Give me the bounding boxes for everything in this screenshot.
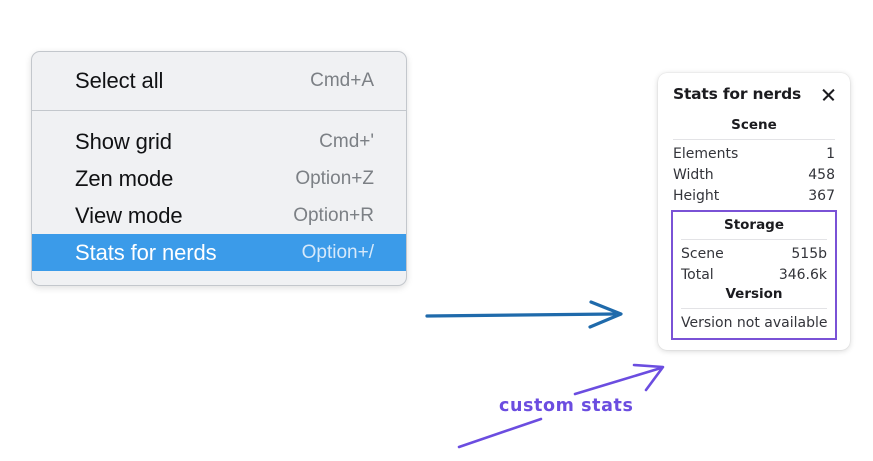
- stats-for-nerds-panel: Stats for nerds Scene Elements 1 Width 4…: [658, 73, 850, 350]
- menu-group-1: Select all Cmd+A: [32, 52, 406, 110]
- stats-section-scene: Scene Elements 1 Width 458 Height 367: [673, 116, 835, 206]
- table-row: Height 367: [673, 185, 835, 206]
- row-key: Total: [681, 266, 714, 283]
- table-row: Elements 1: [673, 143, 835, 164]
- table-row: Scene 515b: [681, 243, 827, 264]
- section-rule: [681, 239, 827, 240]
- close-icon[interactable]: [820, 86, 837, 103]
- purple-underline-stroke: [457, 417, 543, 449]
- menu-item-stats-for-nerds[interactable]: Stats for nerds Option+/: [32, 234, 406, 271]
- menu-item-shortcut: Option+Z: [295, 167, 374, 189]
- row-key: Width: [673, 166, 714, 183]
- menu-group-2: Show grid Cmd+' Zen mode Option+Z View m…: [32, 111, 406, 285]
- menu-item-label: Stats for nerds: [75, 239, 217, 265]
- row-key: Elements: [673, 145, 739, 162]
- section-title-version: Version: [725, 286, 783, 302]
- table-row: Total 346.6k: [681, 264, 827, 285]
- section-title-scene: Scene: [731, 117, 777, 133]
- blue-arrow: [425, 300, 623, 329]
- menu-item-label: Show grid: [75, 128, 172, 154]
- stats-panel-body: Scene Elements 1 Width 458 Height 367 St…: [658, 116, 850, 340]
- stats-panel-title: Stats for nerds: [673, 85, 802, 103]
- context-menu[interactable]: Select all Cmd+A Show grid Cmd+' Zen mod…: [31, 51, 407, 286]
- menu-item-label: Select all: [75, 67, 164, 93]
- menu-divider: [32, 110, 406, 111]
- menu-item-zen-mode[interactable]: Zen mode Option+Z: [32, 160, 406, 197]
- menu-item-shortcut: Option+/: [301, 241, 374, 263]
- purple-arrow-to-region: [573, 363, 665, 396]
- menu-item-shortcut: Option+R: [293, 204, 374, 226]
- row-value: 515b: [791, 245, 827, 262]
- menu-item-shortcut: Cmd+': [319, 130, 374, 152]
- menu-item-view-mode[interactable]: View mode Option+R: [32, 197, 406, 234]
- menu-item-label: Zen mode: [75, 165, 174, 191]
- row-value: 1: [826, 145, 835, 162]
- stats-section-storage: Storage Scene 515b Total 346.6k: [681, 216, 827, 285]
- section-rule: [681, 308, 827, 309]
- section-rule: [673, 139, 835, 140]
- custom-stats-annotation-label: custom stats: [499, 396, 634, 416]
- version-note: Version not available: [681, 315, 828, 331]
- menu-item-select-all[interactable]: Select all Cmd+A: [32, 62, 406, 99]
- section-title-storage: Storage: [723, 217, 785, 233]
- custom-stats-highlight-region: Storage Scene 515b Total 346.6k Version …: [671, 210, 837, 340]
- menu-item-shortcut: Cmd+A: [310, 69, 374, 91]
- row-key: Scene: [681, 245, 724, 262]
- stats-section-version: Version Version not available: [681, 285, 828, 333]
- stats-panel-header: Stats for nerds: [658, 85, 850, 103]
- table-row: Width 458: [673, 164, 835, 185]
- row-key: Height: [673, 187, 720, 204]
- row-value: 458: [808, 166, 835, 183]
- menu-item-show-grid[interactable]: Show grid Cmd+': [32, 123, 406, 160]
- row-value: 346.6k: [778, 266, 827, 283]
- menu-item-label: View mode: [75, 202, 183, 228]
- row-value: 367: [808, 187, 835, 204]
